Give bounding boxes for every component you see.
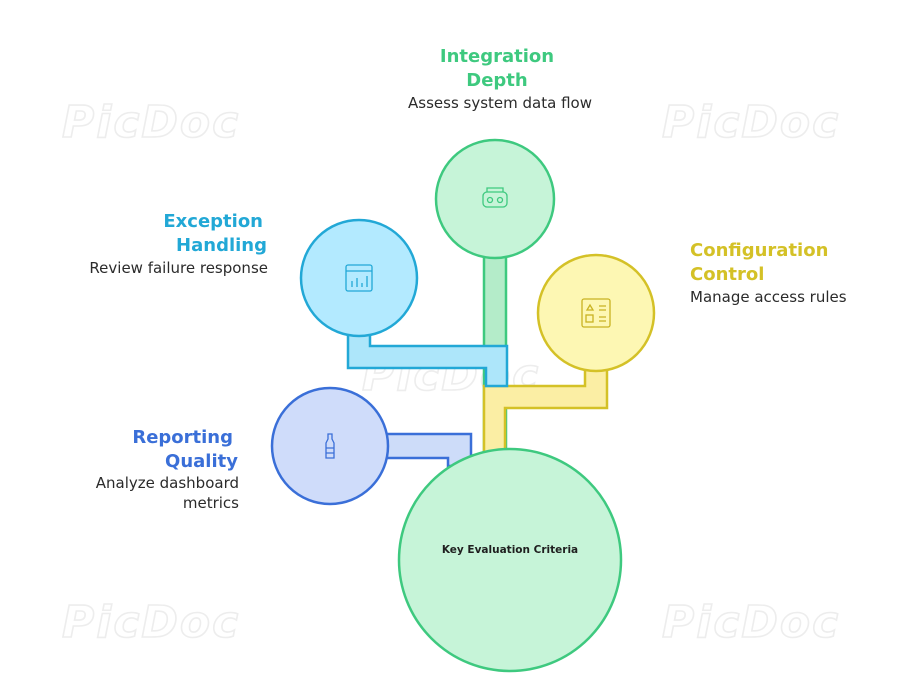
node-exception [299, 218, 419, 338]
connectors [346, 250, 609, 470]
label-reporting: Reporting Quality Analyze dashboard metr… [96, 427, 239, 512]
reporting-description-line-1: Analyze dashboard [96, 474, 239, 492]
watermark-bottom-right: PicDoc [662, 597, 840, 648]
node-configuration [536, 253, 656, 373]
exception-title-line-2: Handling [176, 235, 267, 256]
exception-circle [299, 218, 419, 338]
exception-title-line-1: Exception [163, 211, 263, 232]
watermark-top-left: PicDoc [62, 97, 240, 148]
reporting-title-line-1: Reporting [132, 427, 233, 448]
reporting-description-line-2: metrics [183, 494, 239, 512]
label-configuration: Configuration Control Manage access rule… [690, 240, 847, 306]
integration-title-line-1: Integration [440, 46, 554, 67]
layout-grid-icon [581, 298, 611, 328]
bottle-icon [325, 433, 335, 459]
dashboard-chart-icon [345, 264, 373, 292]
node-integration [434, 138, 556, 260]
integration-description: Assess system data flow [408, 94, 592, 112]
label-exception: Exception Handling Review failure respon… [89, 211, 268, 277]
center-circle [397, 447, 623, 673]
watermark-bottom-left: PicDoc [62, 597, 240, 648]
configuration-circle [536, 253, 656, 373]
reporting-circle [270, 386, 390, 506]
node-center: Key Evaluation Criteria [397, 447, 623, 673]
watermark-layer: PicDoc PicDoc PicDoc PicDoc PicDoc [61, 96, 840, 649]
integration-title-line-2: Depth [466, 70, 527, 91]
node-reporting [270, 386, 390, 506]
integration-circle [434, 138, 556, 260]
reporting-title-line-2: Quality [165, 451, 238, 472]
exception-description: Review failure response [89, 259, 268, 277]
vr-headset-icon [482, 187, 508, 208]
label-integration: Integration Depth Assess system data flo… [408, 46, 592, 112]
center-label: Key Evaluation Criteria [442, 544, 578, 556]
watermark-top-right: PicDoc [662, 97, 840, 148]
configuration-title-line-1: Configuration [690, 240, 828, 261]
configuration-description: Manage access rules [690, 288, 847, 306]
configuration-title-line-2: Control [690, 264, 764, 285]
